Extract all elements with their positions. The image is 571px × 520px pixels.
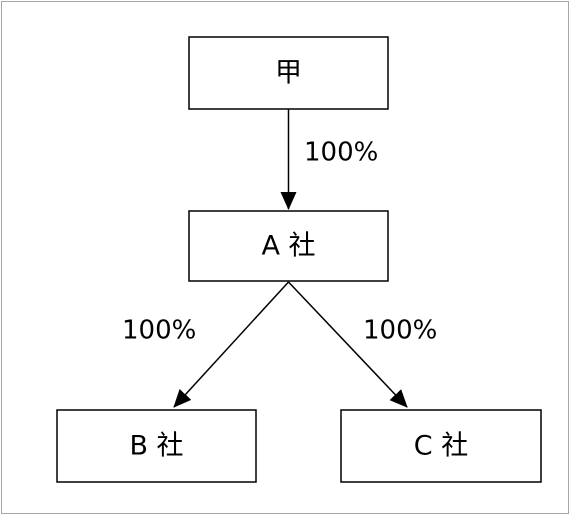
node-kou: 甲 <box>188 36 389 110</box>
node-a-box <box>188 210 389 282</box>
node-c-label: C 社 <box>414 431 468 462</box>
node-b-box <box>56 409 257 483</box>
edge-a-b: 100% <box>122 281 290 408</box>
node-kou-label: 甲 <box>275 58 302 89</box>
node-a-label: A 社 <box>261 231 315 262</box>
edge-kou-a-label: 100% <box>304 138 378 168</box>
node-c-box <box>340 409 542 483</box>
node-c: C 社 <box>340 409 542 483</box>
edge-kou-a: 100% <box>280 109 378 210</box>
edge-a-c: 100% <box>287 281 437 408</box>
node-b: B 社 <box>56 409 257 483</box>
node-a: A 社 <box>188 210 389 282</box>
node-kou-box <box>188 36 389 110</box>
edge-a-b-arrow <box>173 281 290 408</box>
edge-a-c-label: 100% <box>363 316 437 346</box>
edge-a-b-label: 100% <box>122 316 196 346</box>
node-b-label: B 社 <box>129 431 183 462</box>
edge-a-c-arrow <box>287 281 408 408</box>
